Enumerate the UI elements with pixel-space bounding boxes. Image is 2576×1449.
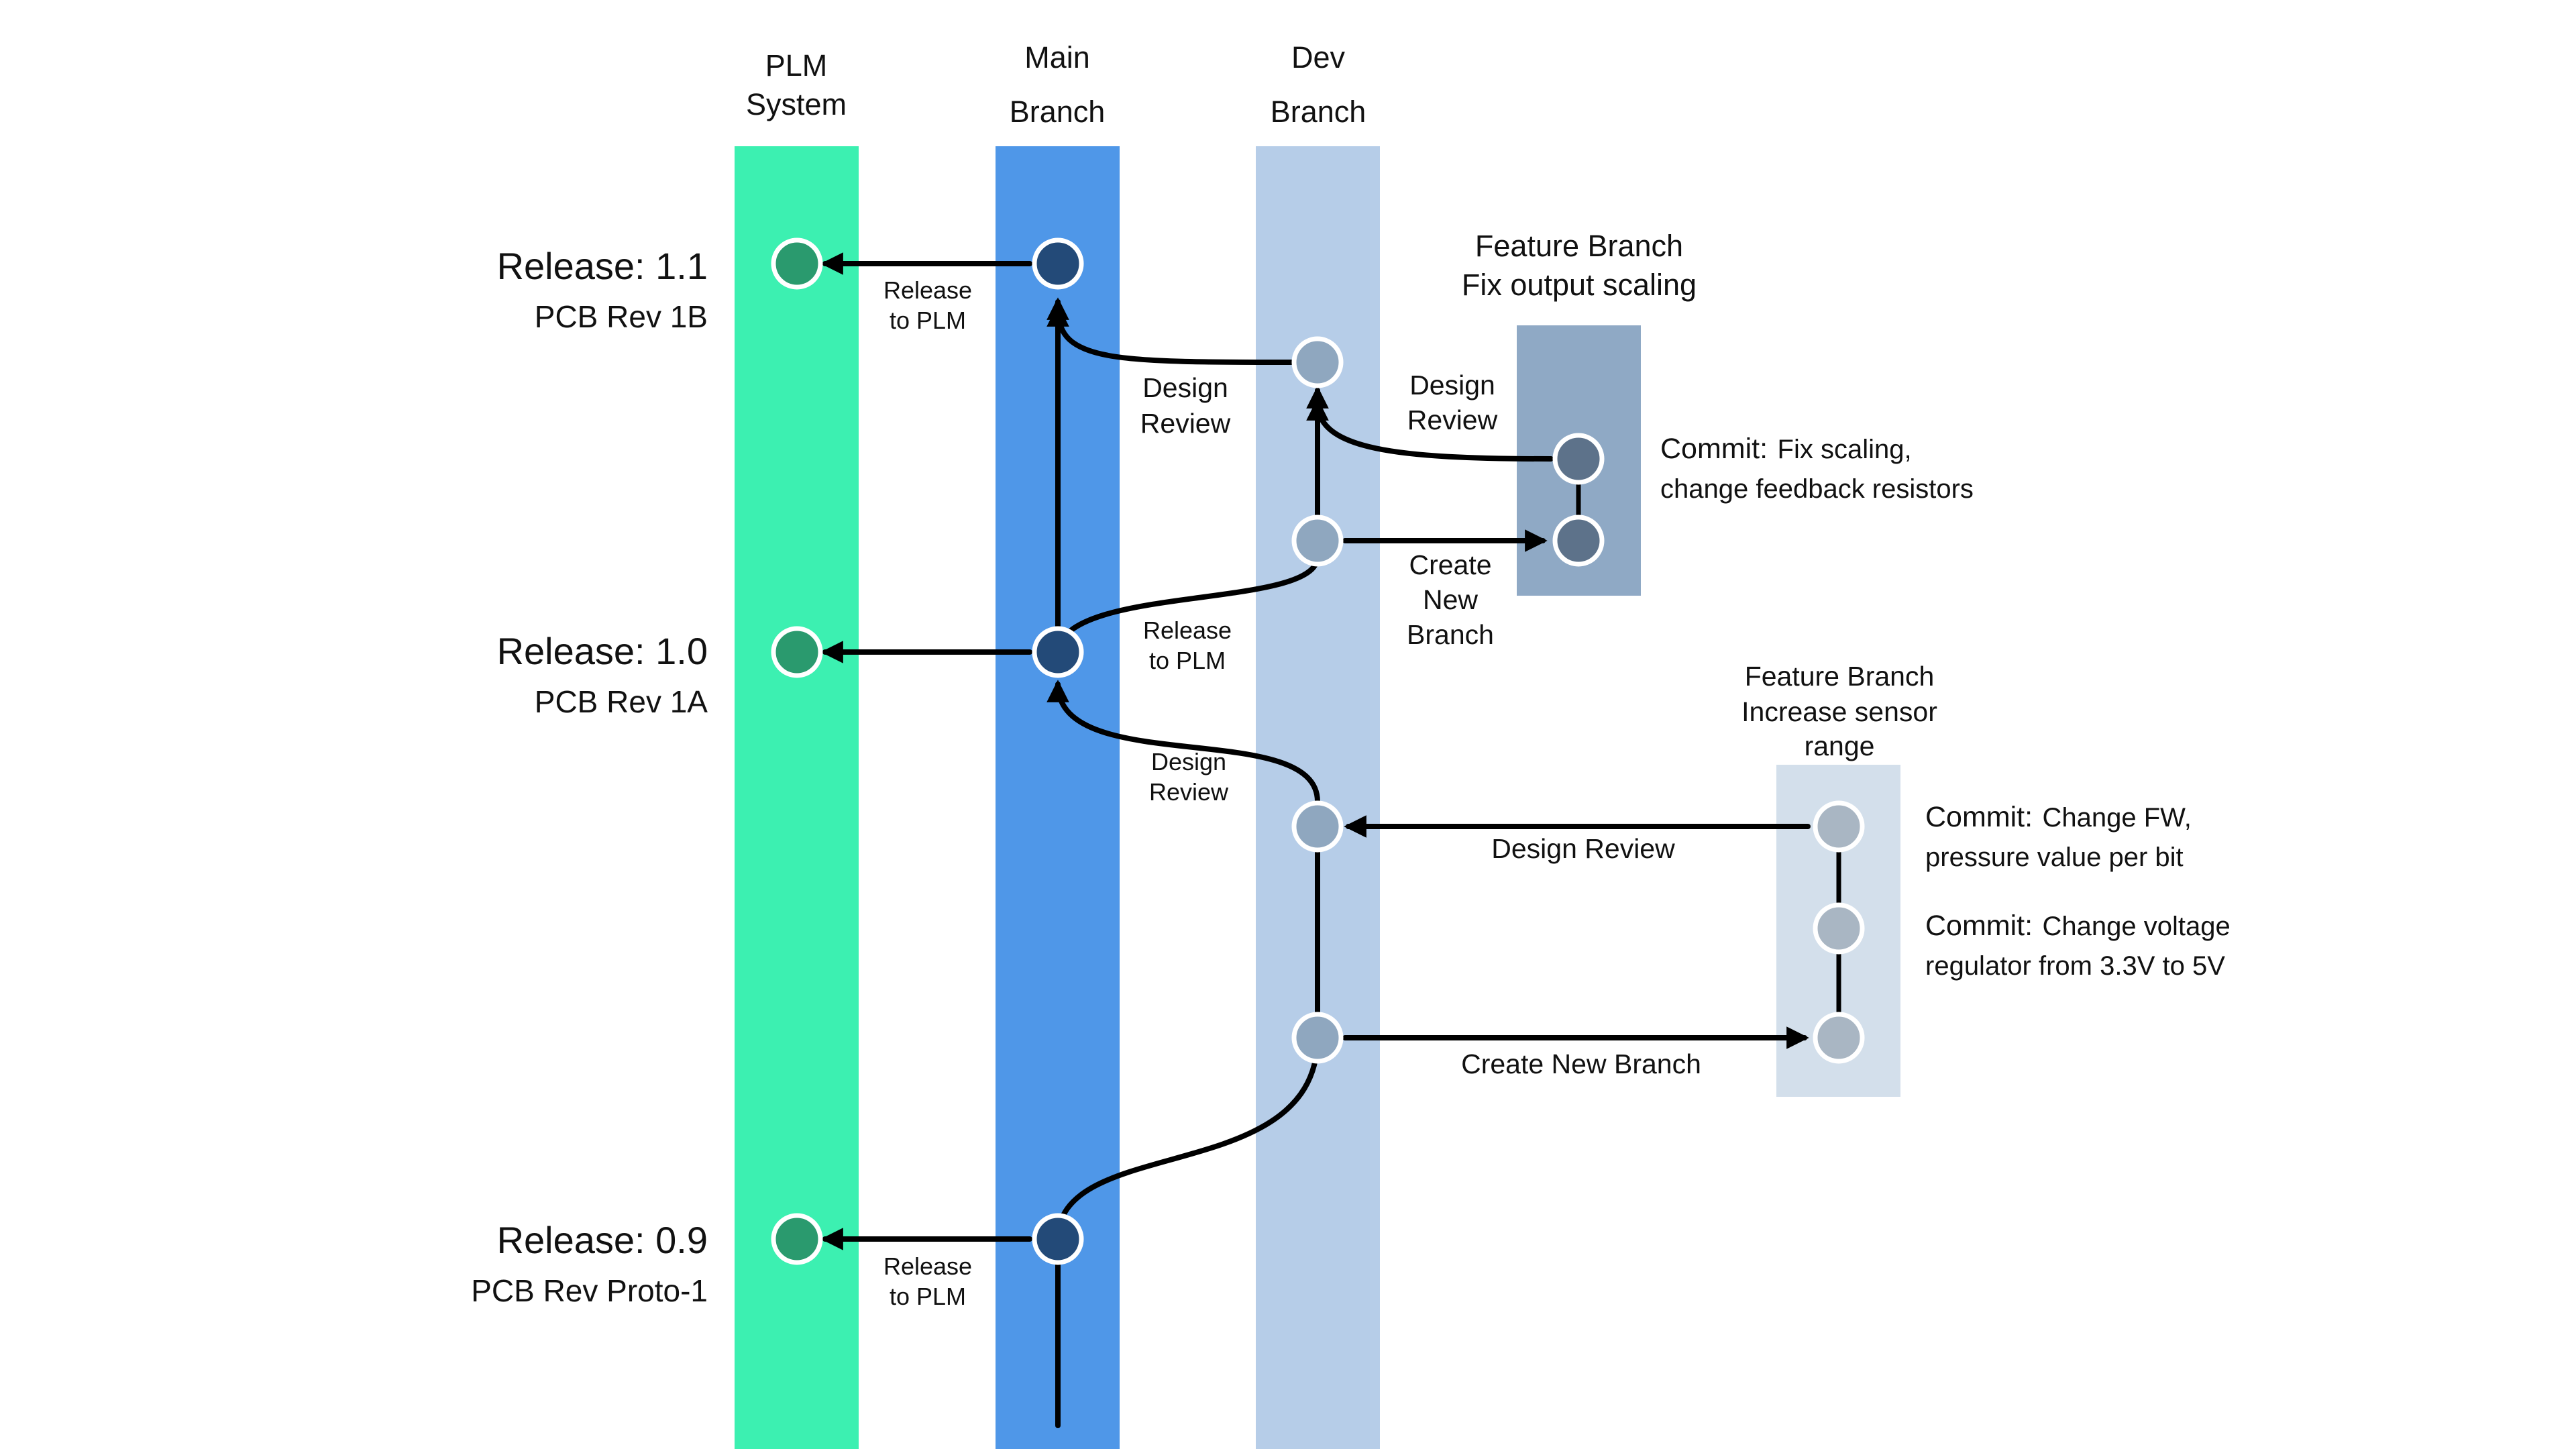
feature-2-commit-1-label: Commit: xyxy=(1925,801,2033,833)
feature-1-node-start xyxy=(1552,515,1605,567)
feature-2-commit-2-text-line1: Change voltage xyxy=(2043,912,2231,941)
main-lane-header-line1: Main xyxy=(1024,40,1090,74)
plm-lane-header-line2: System xyxy=(746,87,847,121)
feature-branch-2-name-line1: Increase sensor xyxy=(1741,696,1937,727)
create-new-branch-top-label-line3: Branch xyxy=(1407,619,1494,650)
plm-lane-header-line1: PLM xyxy=(765,48,828,83)
feature-2-node-commit-fw xyxy=(1813,800,1865,853)
main-node-1-1 xyxy=(1032,237,1084,290)
design-review-feature-2-label: Design Review xyxy=(1491,833,1675,864)
feature-1-commit-label: Commit: xyxy=(1660,433,1768,465)
dev-node-create-branch-1 xyxy=(1291,515,1344,567)
dev-to-main-1-0-arrow xyxy=(1046,680,1320,829)
design-review-main-mid-label-line1: Design xyxy=(1151,748,1226,775)
feature-1-merge-arrow xyxy=(1306,398,1554,462)
release-to-plm-1-0-label-line2: to PLM xyxy=(1149,647,1226,674)
dev-to-main-1-1-arrow xyxy=(1046,304,1300,365)
dev-node-merge-feature-2 xyxy=(1291,800,1344,853)
feature-branch-2-title: Feature Branch xyxy=(1745,661,1935,692)
release-1-0-subtitle: PCB Rev 1A xyxy=(535,684,708,719)
release-0-9-title: Release: 0.9 xyxy=(497,1219,708,1261)
feature-1-commit-text-line2: change feedback resistors xyxy=(1660,474,1974,504)
dev-node-design-review xyxy=(1291,336,1344,388)
design-review-dev-top-label-line1: Design xyxy=(1409,370,1495,400)
release-to-plm-1-1-label-line2: to PLM xyxy=(890,307,966,334)
main-lane-header-line2: Branch xyxy=(1010,95,1106,129)
feature-2-node-start xyxy=(1813,1012,1865,1064)
release-to-plm-1-1-label-line1: Release xyxy=(883,276,972,304)
release-to-plm-0-9-label-line2: to PLM xyxy=(890,1283,966,1310)
release-1-1-subtitle: PCB Rev 1B xyxy=(535,299,708,334)
plm-node-1-0 xyxy=(771,626,823,678)
feature-branch-2-commit-1: Commit: Change FW, xyxy=(1925,801,2192,833)
design-review-main-mid-label-line2: Review xyxy=(1149,778,1229,806)
feature-branch-1-commit: Commit: Fix scaling, xyxy=(1660,433,1912,465)
create-new-branch-top-label-line1: Create xyxy=(1409,549,1491,580)
dev-lane-header-line2: Branch xyxy=(1271,95,1366,129)
plm-node-0-9 xyxy=(771,1213,823,1265)
create-new-branch-feature-2-label: Create New Branch xyxy=(1461,1049,1701,1079)
feature-2-commit-2-text-line2: regulator from 3.3V to 5V xyxy=(1925,951,2225,981)
feature-1-node-commit xyxy=(1552,433,1605,485)
feature-branch-2-name-line2: range xyxy=(1805,731,1875,761)
main-trunk-arrow-to-1-0 xyxy=(1055,822,1329,1242)
plm-node-1-1 xyxy=(771,237,823,290)
dev-node-create-branch-2 xyxy=(1291,1012,1344,1064)
release-0-9-subtitle: PCB Rev Proto-1 xyxy=(471,1273,708,1308)
design-review-main-top-label-line1: Design xyxy=(1142,372,1228,403)
feature-branch-2-commit-2: Commit: Change voltage xyxy=(1925,910,2231,942)
feature-branch-1-name: Fix output scaling xyxy=(1462,268,1697,302)
feature-2-commit-2-label: Commit: xyxy=(1925,910,2033,942)
release-1-0-title: Release: 1.0 xyxy=(497,630,708,672)
design-review-main-top-label-line2: Review xyxy=(1140,408,1231,439)
main-to-dev-curve xyxy=(1055,386,1329,657)
create-new-branch-top-label-line2: New xyxy=(1423,584,1478,615)
release-1-1-title: Release: 1.1 xyxy=(497,245,708,287)
feature-2-node-commit-voltage xyxy=(1813,902,1865,955)
feature-2-commit-1-text-line1: Change FW, xyxy=(2043,803,2192,833)
design-review-dev-top-label-line2: Review xyxy=(1407,405,1498,435)
main-node-1-0 xyxy=(1032,626,1084,678)
dev-lane-header-line1: Dev xyxy=(1291,40,1346,74)
release-to-plm-0-9-label-line1: Release xyxy=(883,1252,972,1280)
feature-2-commit-1-text-line2: pressure value per bit xyxy=(1925,843,2184,872)
main-node-0-9 xyxy=(1032,1213,1084,1265)
feature-branch-1-title: Feature Branch xyxy=(1475,229,1683,263)
release-to-plm-1-0-label-line1: Release xyxy=(1143,616,1232,644)
feature-1-commit-text-line1: Fix scaling, xyxy=(1778,435,1912,464)
